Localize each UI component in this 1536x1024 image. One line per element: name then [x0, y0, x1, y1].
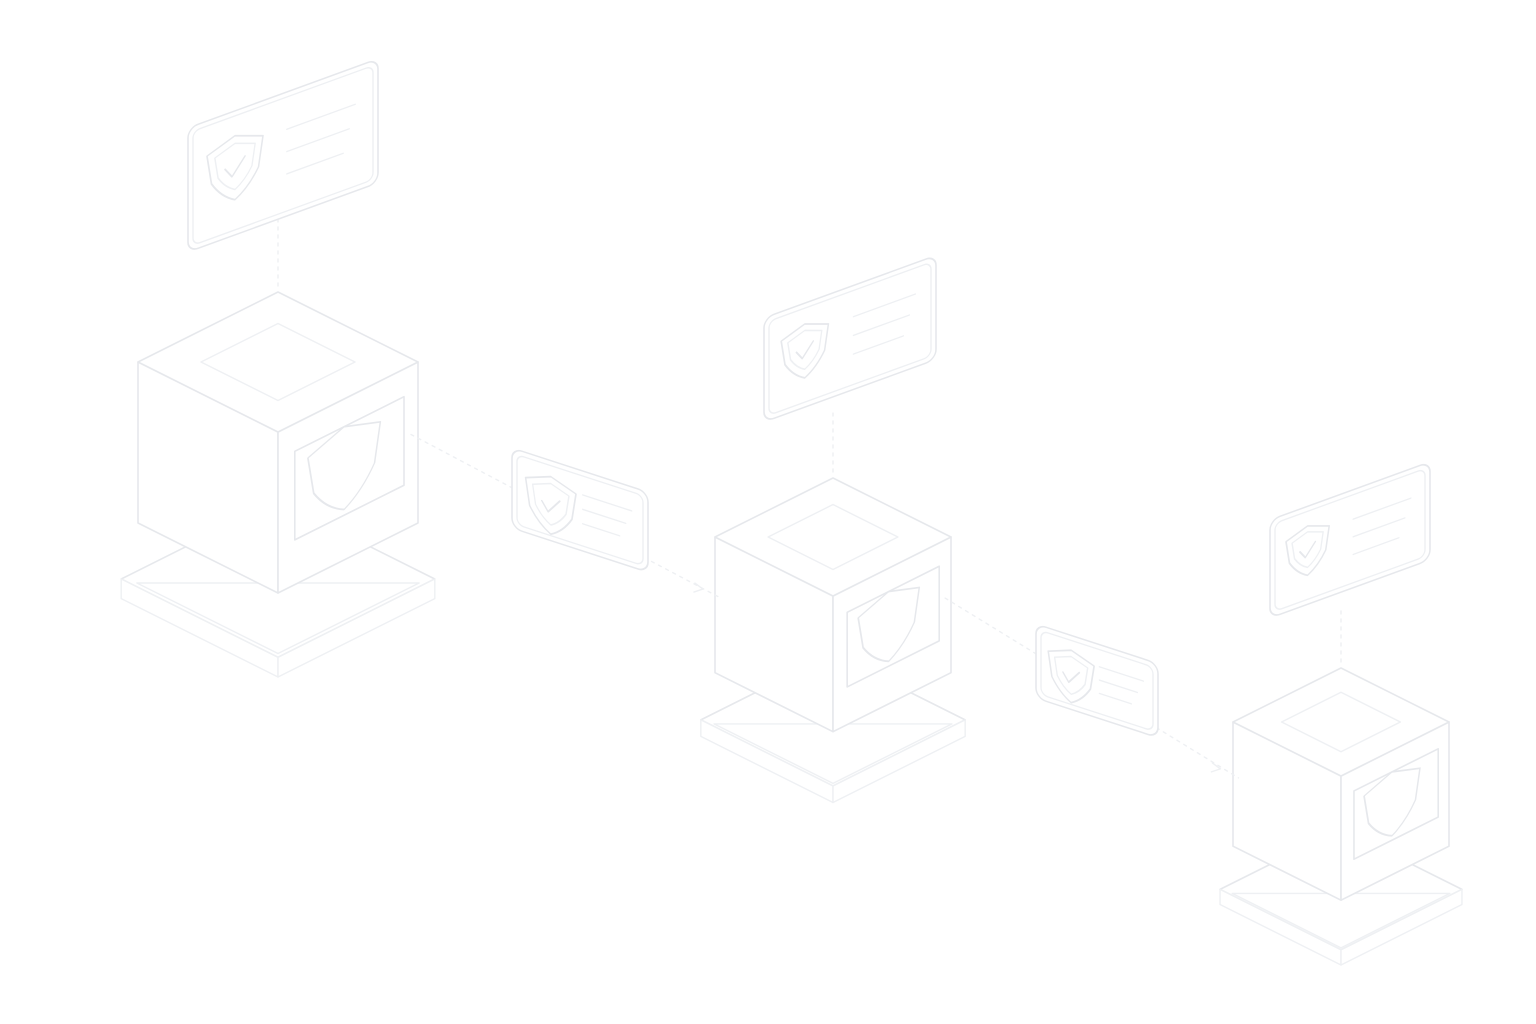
- shield-icon: [206, 134, 264, 201]
- link-node-2-node-3: [944, 597, 1240, 779]
- node-1: [120, 60, 436, 678]
- shield-icon: [307, 421, 382, 511]
- shield-icon: [524, 475, 577, 536]
- shield-icon: [1285, 525, 1330, 577]
- shield-icon: [857, 586, 921, 663]
- node-screen: [293, 395, 405, 541]
- node-screen: [846, 565, 941, 688]
- node-screen: [1353, 747, 1439, 861]
- node-3: [1219, 463, 1463, 966]
- node-3-card: [1269, 463, 1431, 616]
- shield-icon: [1363, 767, 1421, 837]
- shield-icon: [1047, 649, 1095, 704]
- link-node-1-node-2: [410, 433, 722, 599]
- node-2-card: [763, 257, 937, 420]
- shield-icon: [780, 323, 830, 379]
- node-2: [700, 257, 966, 804]
- link-card: [511, 449, 649, 571]
- link-card: [1035, 625, 1159, 736]
- node-1-card: [187, 60, 379, 250]
